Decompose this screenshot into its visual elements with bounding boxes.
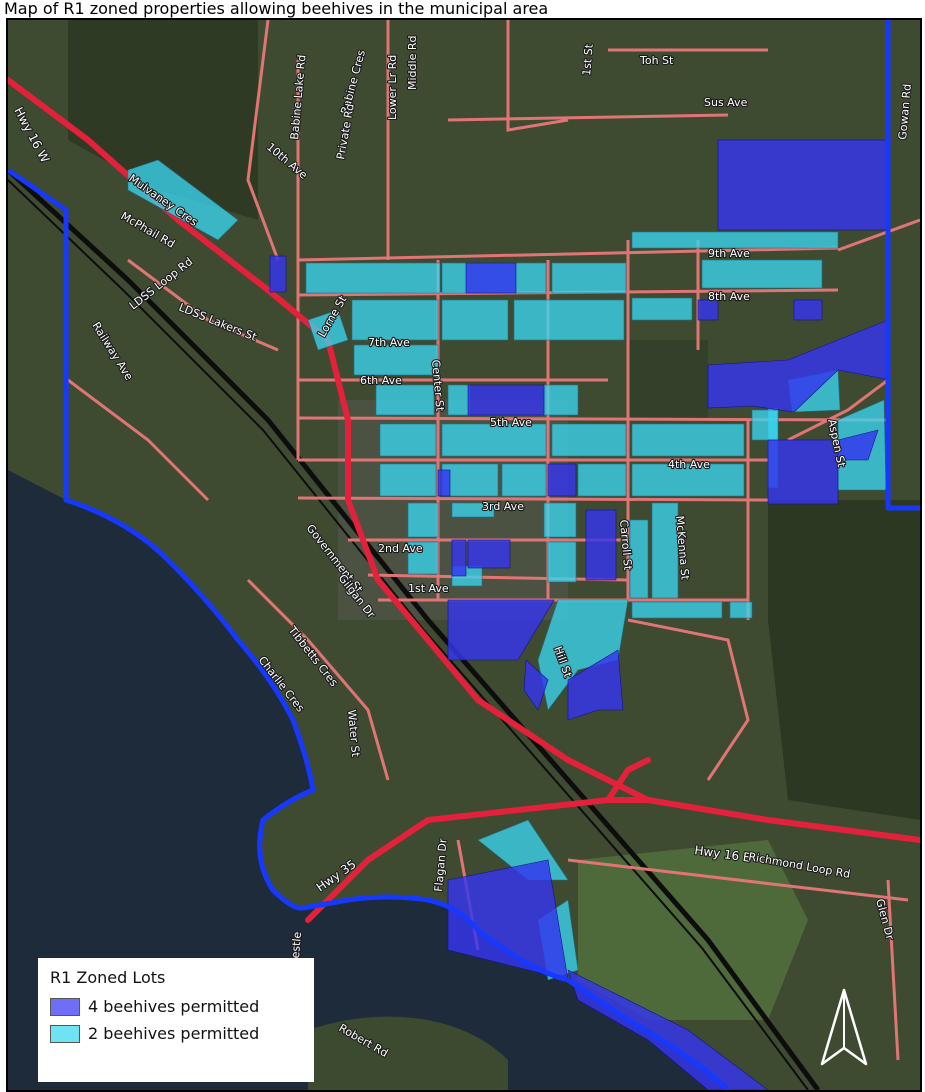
- label-sus-ave: Sus Ave: [704, 96, 748, 109]
- forest-area: [628, 340, 708, 420]
- label-5th-ave: 5th Ave: [490, 416, 532, 429]
- label-1st-ave: 1st Ave: [408, 582, 449, 595]
- map-canvas[interactable]: Hwy 16 W Mulvaney Cres McPhail Rd LDSS L…: [8, 20, 920, 1090]
- r1-four-beehive-lots: [269, 139, 891, 1090]
- map-view[interactable]: Hwy 16 W Mulvaney Cres McPhail Rd LDSS L…: [6, 18, 922, 1092]
- label-water-st: Water St: [345, 709, 362, 758]
- rail-line: [8, 179, 809, 1090]
- highway-network: [8, 77, 920, 923]
- legend-title: R1 Zoned Lots: [50, 968, 166, 987]
- lake: [8, 470, 728, 1090]
- map-legend: R1 Zoned Lots 4 beehives permitted 2 bee…: [38, 958, 314, 1082]
- map-caption: Map of R1 zoned properties allowing beeh…: [4, 0, 549, 18]
- label-6th-ave: 6th Ave: [360, 374, 402, 387]
- forest-area: [768, 500, 920, 820]
- label-9th-ave: 9th Ave: [708, 247, 750, 260]
- legend-label: 2 beehives permitted: [88, 1024, 260, 1043]
- legend-swatch-four-beehives: [50, 997, 80, 1016]
- label-8th-ave: 8th Ave: [708, 290, 750, 303]
- label-1st-st: 1st St: [580, 43, 596, 77]
- legend-item-four-beehives: 4 beehives permitted: [50, 997, 302, 1016]
- label-toh-st: Toh St: [639, 54, 674, 67]
- island: [308, 1016, 508, 1090]
- label-2nd-ave: 2nd Ave: [378, 542, 423, 555]
- label-carroll-st: Carroll St: [617, 519, 634, 571]
- label-3rd-ave: 3rd Ave: [482, 500, 524, 513]
- rail-line: [8, 168, 821, 1090]
- label-flagan-dr: Flagan Dr: [432, 838, 450, 893]
- forest-area: [68, 20, 258, 220]
- legend-swatch-two-beehives: [50, 1024, 80, 1043]
- municipal-boundary: [8, 20, 920, 1090]
- label-middle-rd: Middle Rd: [406, 36, 419, 90]
- legend-label: 4 beehives permitted: [88, 997, 260, 1016]
- north-arrow-icon: [820, 988, 868, 1066]
- label-lower-lr-rd: Lower Lr Rd: [386, 55, 399, 120]
- label-center-st: Center St: [429, 359, 447, 412]
- label-4th-ave: 4th Ave: [668, 458, 710, 471]
- legend-item-two-beehives: 2 beehives permitted: [50, 1024, 302, 1043]
- label-7th-ave: 7th Ave: [368, 336, 410, 349]
- field-area: [578, 840, 808, 1020]
- label-gowan-rd: Gowan Rd: [896, 83, 914, 140]
